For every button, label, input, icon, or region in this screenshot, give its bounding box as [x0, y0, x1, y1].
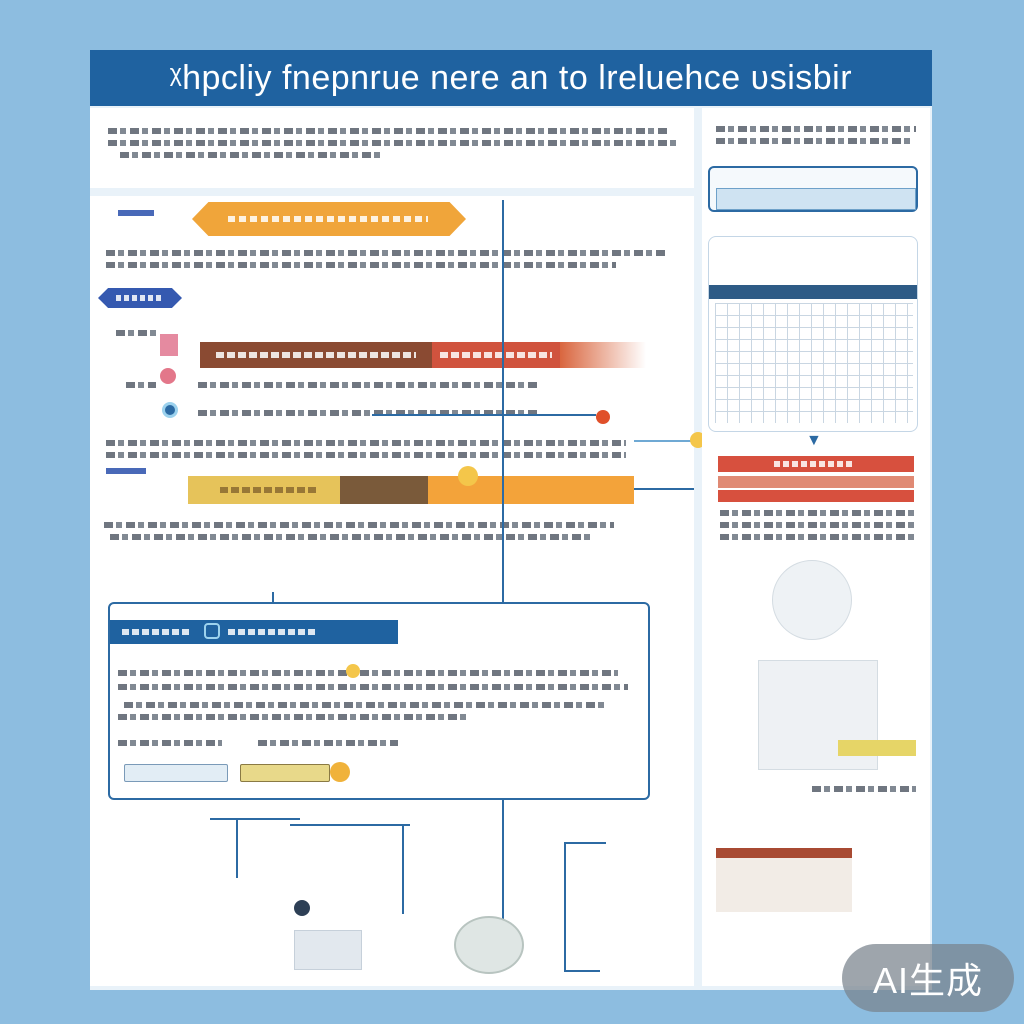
yellow-label-bar — [838, 740, 916, 756]
dark-node-icon — [294, 900, 310, 916]
row-label — [126, 382, 156, 388]
red-band-sub — [718, 490, 914, 502]
intro-text-line — [108, 140, 678, 146]
bar-text — [440, 352, 552, 358]
callout-label — [258, 740, 398, 746]
connector-horizontal — [564, 842, 606, 844]
bar-gold — [188, 476, 340, 504]
body-text-line — [106, 440, 626, 446]
yellow-node-icon — [346, 664, 360, 678]
pink-dot-icon — [160, 368, 176, 384]
bar-text — [216, 352, 416, 358]
side-caption — [812, 786, 916, 792]
connector-horizontal — [290, 824, 410, 826]
ai-badge-label: AI生成 — [872, 960, 983, 1001]
connector-horizontal — [564, 970, 600, 972]
connector-vertical — [564, 842, 566, 972]
yellow-node-icon — [458, 466, 478, 486]
body-text-line — [106, 250, 666, 256]
circle-illustration — [772, 560, 852, 640]
red-band-header — [718, 456, 914, 472]
bar-dark — [340, 476, 428, 504]
side-text-line — [720, 534, 916, 540]
callout-header-text — [228, 629, 318, 635]
callout-text-line — [118, 670, 618, 676]
section-label — [118, 210, 154, 216]
info-square-icon — [204, 623, 220, 639]
connector-vertical — [502, 200, 504, 970]
callout-label — [118, 740, 222, 746]
section-label — [106, 468, 146, 474]
arrow-down-icon: ▼ — [806, 432, 822, 449]
building-illustration — [716, 848, 852, 912]
bar-brown — [200, 342, 432, 368]
table-grid — [715, 303, 913, 423]
body-text-line — [104, 522, 614, 528]
blue-tag — [98, 288, 182, 308]
intro-text-line — [108, 128, 668, 134]
document-illustration — [294, 930, 362, 970]
row-text-line — [198, 410, 538, 416]
row-label — [116, 330, 156, 336]
tag-text — [116, 295, 164, 301]
search-input[interactable] — [716, 188, 916, 210]
callout-text-line — [118, 684, 628, 690]
callout-stamp — [124, 764, 228, 782]
ribbon-text — [228, 216, 428, 222]
intro-panel — [90, 108, 694, 188]
intro-text-line — [120, 152, 380, 158]
table-card — [708, 236, 918, 432]
poster-title: ᵡhpcliy fnepnrue nere an to lreluehce ʋs… — [169, 58, 853, 97]
orange-ribbon-banner — [192, 202, 466, 236]
connector-horizontal — [634, 488, 694, 490]
connector-horizontal — [372, 414, 596, 416]
bar-fade — [560, 342, 646, 368]
bar-text — [220, 487, 316, 493]
main-panel — [90, 196, 694, 986]
callout-header — [110, 620, 398, 644]
callout-stamp-yellow — [240, 764, 330, 782]
callout-text-line — [124, 702, 604, 708]
callout-header-text — [122, 629, 192, 635]
side-text-line — [720, 510, 916, 516]
red-band-text — [774, 461, 854, 467]
connector-horizontal — [210, 818, 300, 820]
table-header — [709, 285, 917, 299]
body-text-line — [106, 452, 626, 458]
side-text-line — [716, 138, 912, 144]
callout-text-line — [118, 714, 468, 720]
connector-thin — [634, 440, 698, 442]
connector-vertical — [236, 818, 238, 878]
row-text-line — [198, 382, 538, 388]
ai-generated-badge: AI生成 — [842, 944, 1014, 1012]
connector-vertical — [402, 824, 404, 914]
bar-red — [432, 342, 560, 368]
star-burst-icon — [596, 410, 610, 424]
side-text-line — [716, 126, 916, 132]
poster-header: ᵡhpcliy fnepnrue nere an to lreluehce ʋs… — [90, 50, 932, 106]
connector-vertical — [272, 592, 274, 604]
red-band-sub — [718, 476, 914, 488]
blue-ring-icon — [162, 402, 178, 418]
orange-node-icon — [330, 762, 350, 782]
machine-illustration — [454, 916, 524, 974]
body-text-line — [106, 262, 616, 268]
side-text-line — [720, 522, 916, 528]
pink-card-icon — [160, 334, 178, 356]
body-text-line — [110, 534, 590, 540]
